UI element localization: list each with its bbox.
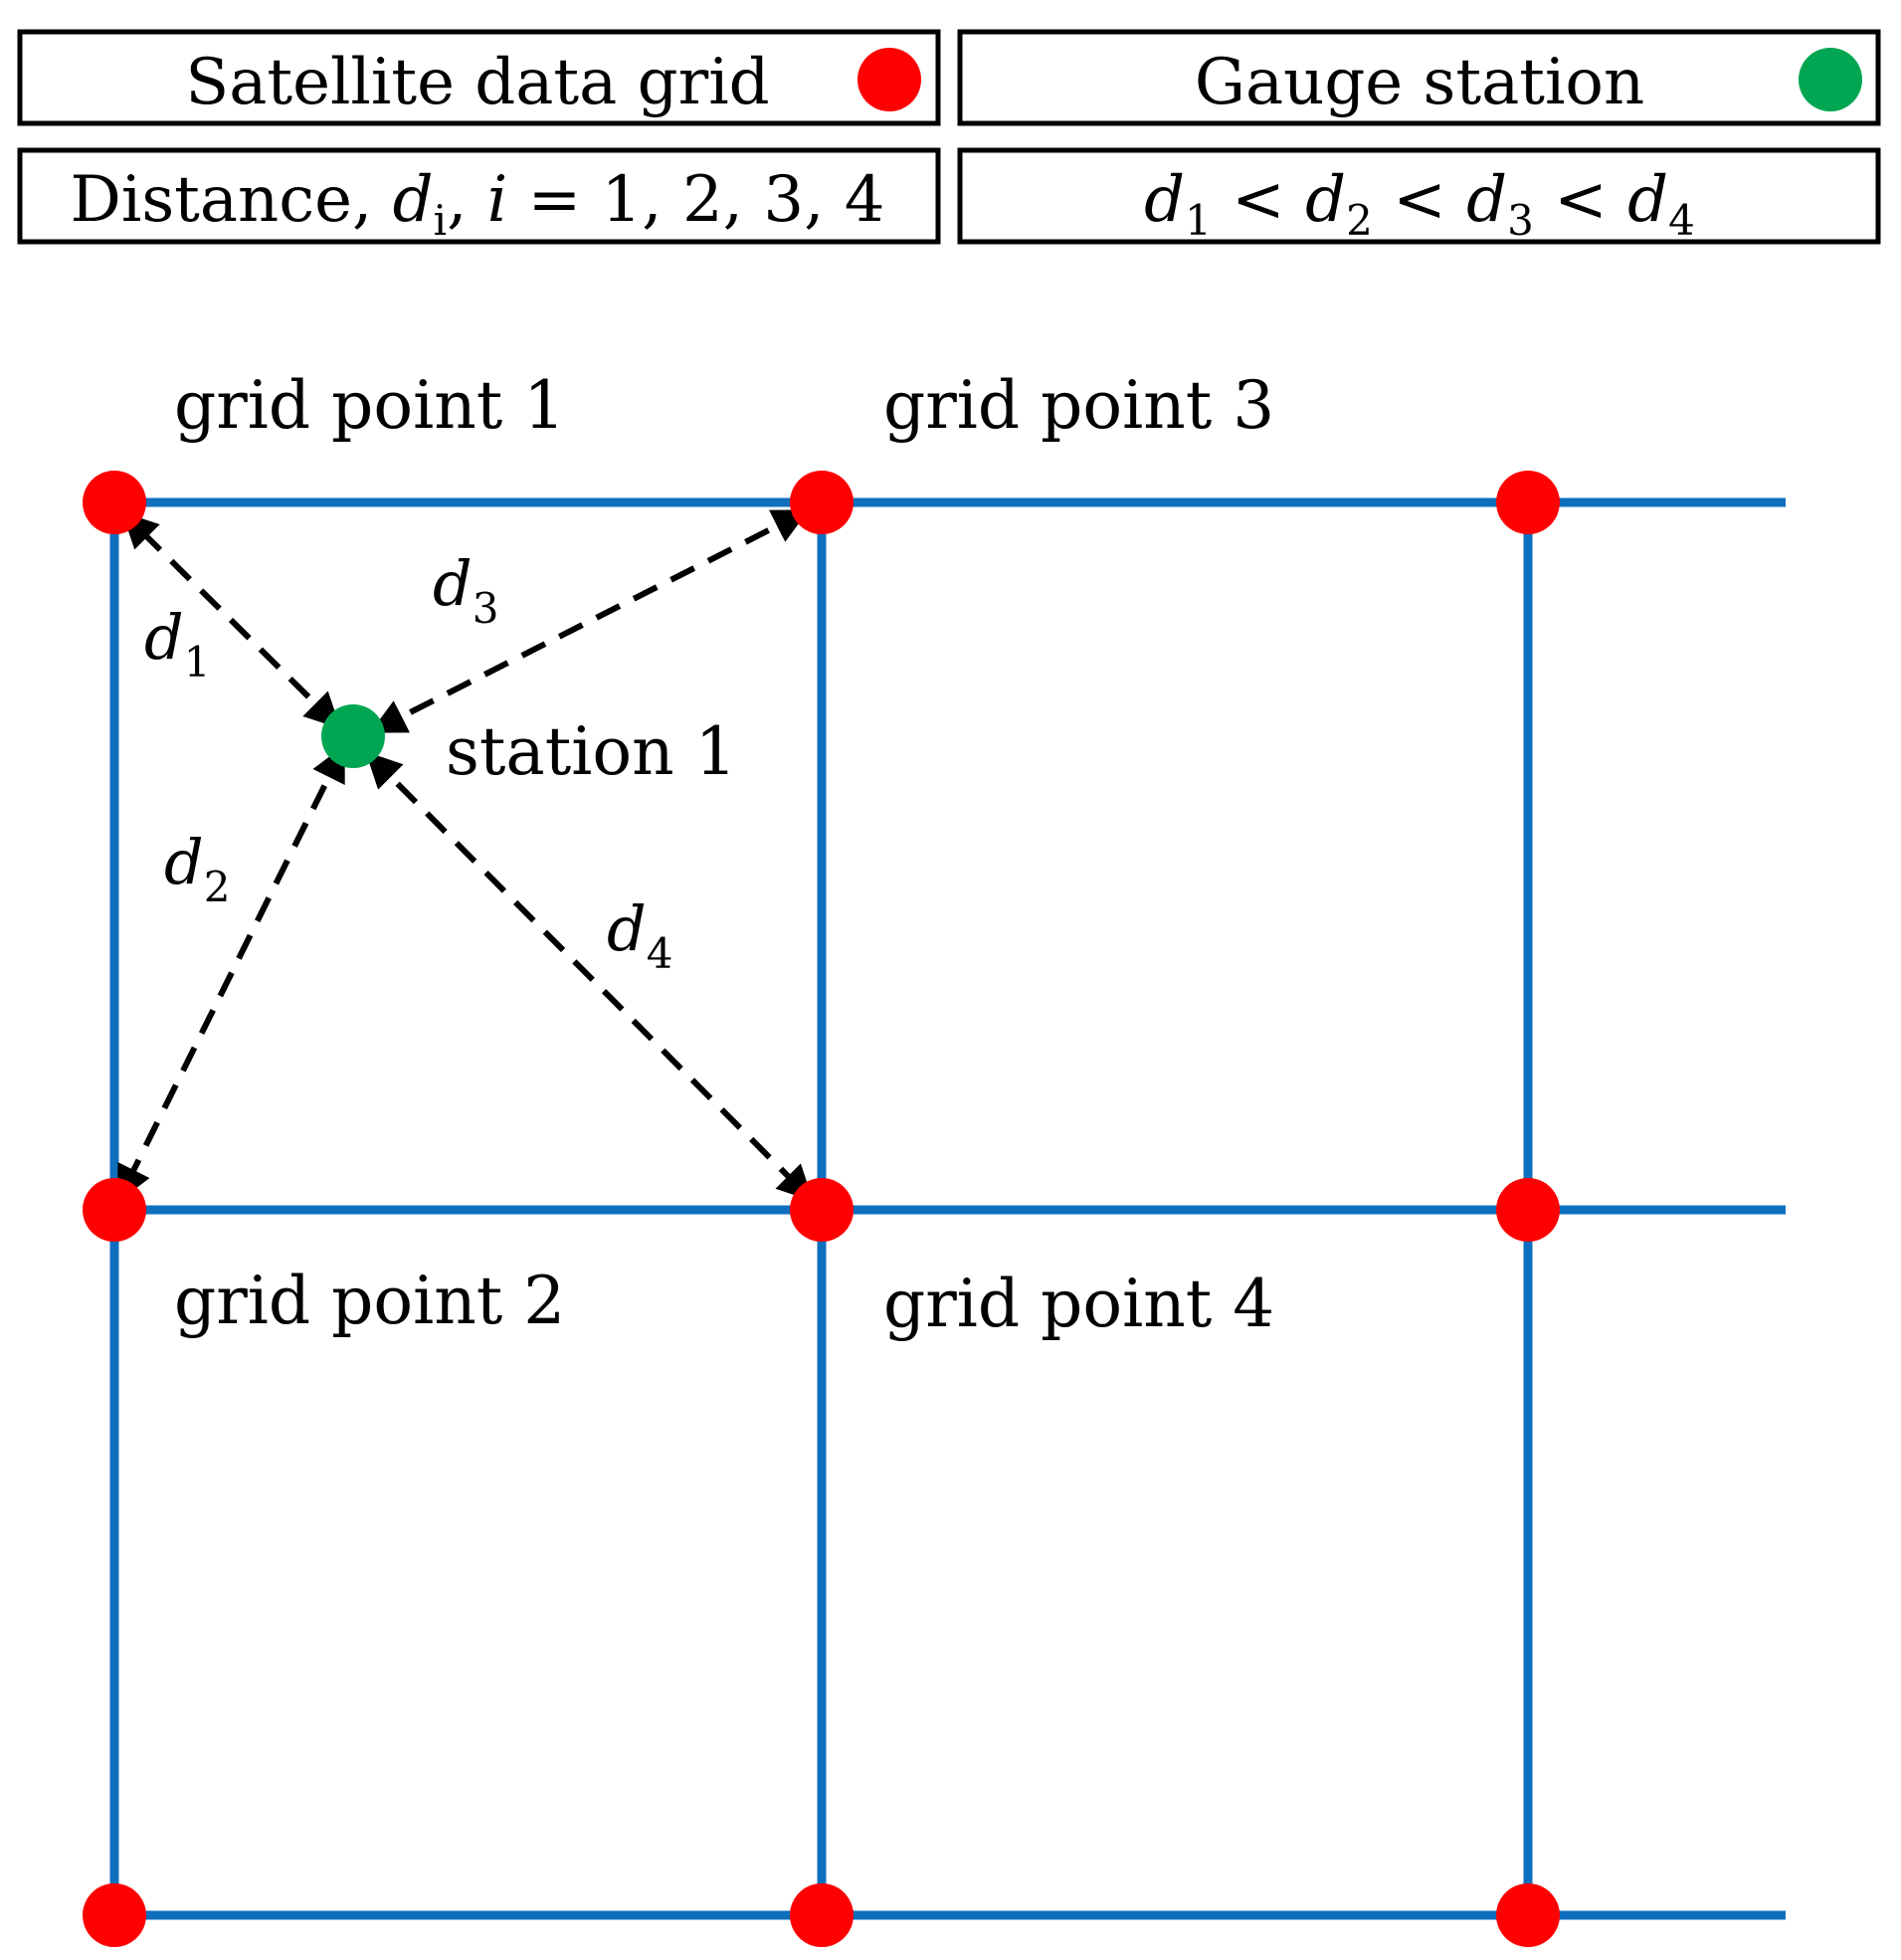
legend: Satellite data grid Gauge station Distan… (17, 29, 1881, 245)
legend-box-satellite (17, 29, 941, 126)
grid-point-1-label: grid point 1 (174, 367, 565, 444)
grid-point-4-marker (790, 1178, 854, 1242)
distance-label-d4: d4 (607, 892, 672, 978)
legend-satellite-label: Satellite data grid (185, 46, 769, 119)
distance-labels: d1 d2 d3 d4 (144, 547, 672, 978)
station-1-label: station 1 (446, 713, 737, 790)
distance-label-d2: d2 (164, 826, 230, 911)
grid-point-2-label: grid point 2 (174, 1263, 565, 1339)
legend-distance-label: Distance, di, i = 1, 2, 3, 4 (71, 163, 885, 245)
distance-arrow-d1 (121, 511, 341, 729)
distance-label-d3: d3 (433, 547, 498, 633)
grid-point-1-marker (83, 471, 146, 534)
grid-point-2-marker (83, 1178, 146, 1242)
distance-label-d1: d1 (144, 601, 210, 686)
satellite-grid-points (83, 471, 1560, 1947)
distance-arrows (116, 508, 814, 1203)
distance-arrow-d3 (369, 508, 810, 734)
legend-box-gauge (957, 29, 1881, 126)
grid-point-middle-right-marker (1496, 1178, 1560, 1242)
station-1-marker (321, 704, 385, 768)
distance-arrow-d4 (365, 751, 814, 1202)
grid-point-bottom-middle-marker (790, 1883, 854, 1947)
grid-point-3-marker (790, 471, 854, 534)
legend-order-label: d1 < d2 < d3 < d4 (1144, 163, 1695, 245)
satellite-dot-icon (857, 48, 921, 111)
legend-box-distance (17, 147, 941, 245)
grid-point-4-label: grid point 4 (883, 1266, 1274, 1342)
distance-arrow-d2 (116, 744, 346, 1203)
legend-box-order (957, 147, 1881, 245)
grid-point-bottom-right-marker (1496, 1883, 1560, 1947)
node-labels: grid point 1 grid point 3 grid point 2 g… (174, 367, 1274, 1342)
legend-gauge-label: Gauge station (1195, 46, 1644, 119)
grid-point-top-right-marker (1496, 471, 1560, 534)
grid-point-3-label: grid point 3 (883, 367, 1274, 444)
grid-point-bottom-left-marker (83, 1883, 146, 1947)
gauge-dot-icon (1799, 48, 1862, 111)
